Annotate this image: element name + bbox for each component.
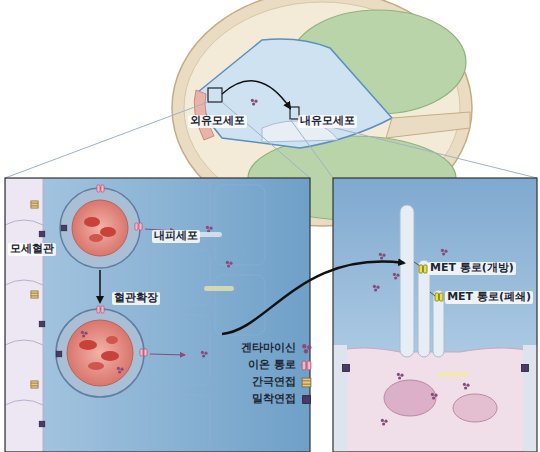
legend-symbols [302,344,311,403]
cell-label: 내유모세포 [298,115,357,128]
channel-label: MET 통로(개방) [428,262,516,275]
flow-arrow [222,262,404,334]
process-label: 혈관확장 [112,292,160,305]
zoom-lines [5,102,537,178]
legend-label: 밀착연접 [250,393,298,406]
panel-frame [333,178,537,452]
part-label: 내피세포 [152,230,200,243]
legend-label: 이온 통로 [246,359,298,372]
hair-cell-panel [333,178,537,452]
part-label: 모세혈관 [8,243,56,256]
capillary-vessel [60,185,142,268]
legend-label: 간극연접 [250,376,298,389]
capillary-panel [5,178,310,452]
panel-frame [5,178,310,452]
dilated-vessel [56,306,147,397]
met-channel-closed [435,293,443,301]
legend-label: 겐타마이신 [239,342,298,355]
stereocilia [400,205,444,357]
met-channel-open [419,265,427,273]
channel-label: MET 통로(폐쇄) [445,291,533,304]
cell-label: 외유모세포 [188,115,247,128]
